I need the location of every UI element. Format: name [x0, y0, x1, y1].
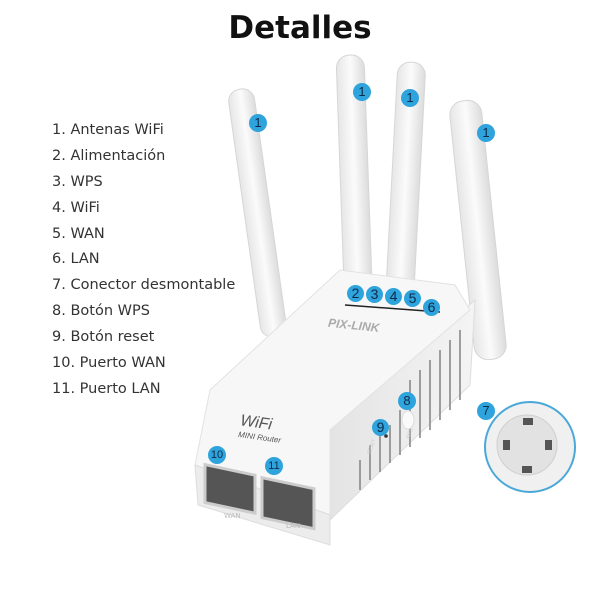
legend-item: 11. Puerto LAN	[52, 380, 161, 397]
reset-hole	[384, 434, 388, 438]
legend-item: 1. Antenas WiFi	[52, 122, 164, 138]
router-top	[194, 269, 471, 516]
legend-item: 8. Botón WPS	[52, 303, 150, 320]
legend-item: 4. WiFi	[52, 199, 100, 216]
callout-badge: 4	[385, 288, 402, 305]
lan-port	[260, 475, 316, 531]
callout-badge: 1	[477, 124, 495, 142]
callout-badge: 2	[347, 285, 364, 302]
callout-badge: 10	[208, 446, 226, 464]
callout-badge: 7	[477, 402, 495, 420]
antenna	[449, 99, 507, 361]
legend-item: 7. Conector desmontable	[52, 277, 236, 294]
wps-label: WPS	[405, 427, 414, 440]
legend-item: 3. WPS	[52, 173, 103, 190]
wan-port-label: WAN	[224, 512, 241, 520]
legend-item: 6. LAN	[52, 251, 100, 268]
callout-badge: 1	[249, 114, 267, 132]
wps-button	[401, 410, 415, 430]
page-title: Detalles	[228, 10, 372, 46]
reset-label: RESET	[366, 438, 377, 456]
legend-item: 5. WAN	[52, 225, 105, 242]
vent-slots	[359, 330, 461, 490]
legend-item: 9. Botón reset	[52, 329, 155, 346]
legend-item: 10. Puerto WAN	[52, 355, 166, 372]
callout-badge: 5	[404, 290, 421, 307]
callout-badge: 3	[366, 286, 383, 303]
callout-badge: 1	[353, 83, 371, 101]
callout-badge: 6	[423, 299, 440, 316]
wifi-logo: WiFi	[239, 412, 273, 433]
feature-legend: 1. Antenas WiFi 2. Alimentación 3. WPS 4…	[52, 120, 235, 405]
callout-badge: 8	[398, 392, 416, 410]
callout-badge: 11	[265, 457, 283, 475]
callout-badge: 1	[401, 89, 419, 107]
callout-badge: 9	[372, 419, 389, 436]
lan-port-label: LAN	[286, 522, 300, 530]
wan-port	[203, 462, 257, 516]
brand-label: PIX-LINK	[327, 316, 381, 335]
legend-item: 2. Alimentación	[52, 147, 166, 164]
